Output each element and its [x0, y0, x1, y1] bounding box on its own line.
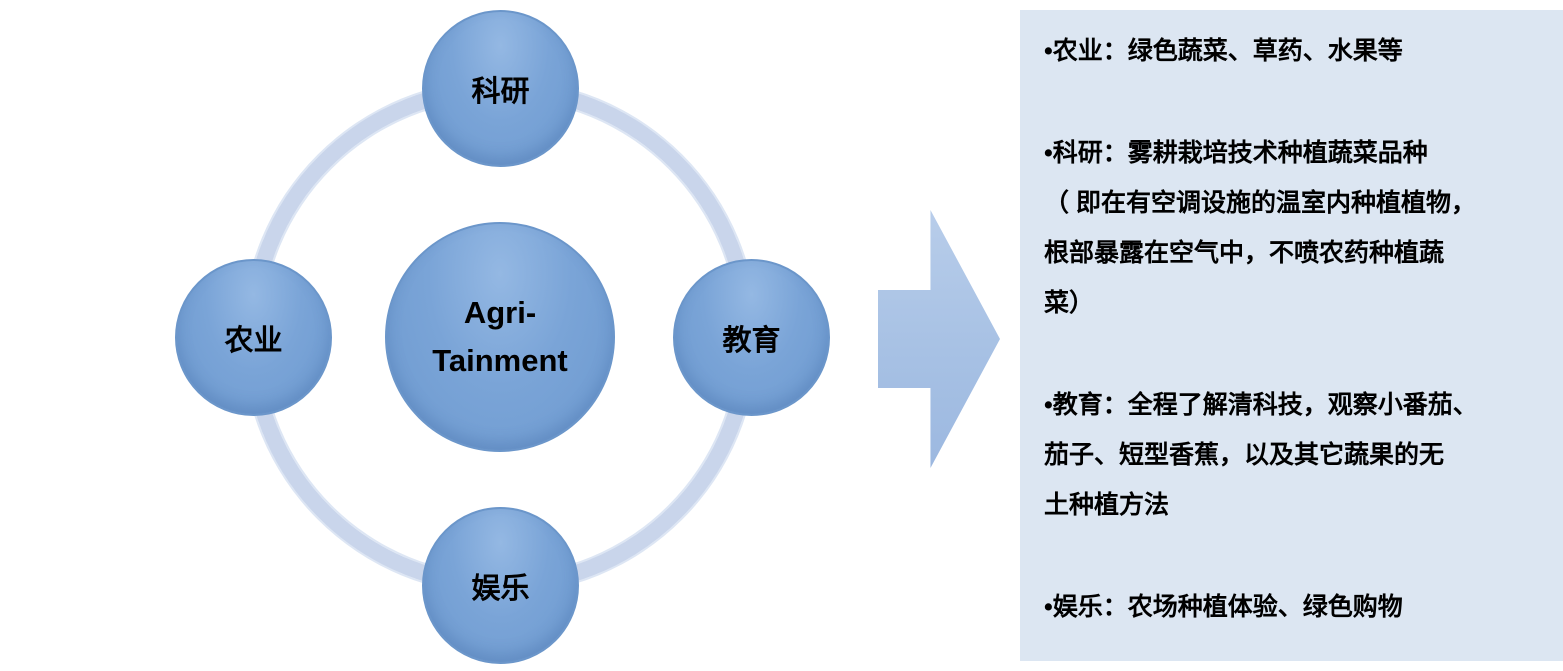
- center-node-agri-tainment: Agri- Tainment: [385, 222, 615, 452]
- node-education-label: 教育: [722, 324, 781, 357]
- panel-item-agriculture: •农业：绿色蔬菜、草药、水果等: [1044, 37, 1403, 65]
- panel-item-research: •科研：雾耕栽培技术种植蔬菜品种 （ 即在有空调设施的温室内种植植物， 根部暴露…: [1044, 139, 1476, 317]
- panel-item-entertainment: •娱乐：农场种植体验、绿色购物: [1044, 593, 1403, 621]
- node-entertainment: 娱乐: [422, 507, 579, 664]
- node-research: 科研: [422, 10, 579, 167]
- node-education: 教育: [673, 259, 830, 416]
- center-node-label-line1: Agri-: [463, 294, 537, 330]
- node-entertainment-label: 娱乐: [471, 572, 530, 605]
- node-agriculture-label: 农业: [224, 324, 283, 357]
- node-research-label: 科研: [471, 75, 530, 108]
- right-arrow-icon: [878, 210, 1000, 468]
- node-agriculture: 农业: [175, 259, 332, 416]
- panel-item-education: •教育：全程了解清科技，观察小番茄、 茄子、短型香蕉，以及其它蔬果的无 土种植方…: [1044, 391, 1478, 519]
- detail-panel: •农业：绿色蔬菜、草药、水果等 •科研：雾耕栽培技术种植蔬菜品种 （ 即在有空调…: [1020, 10, 1563, 661]
- center-node-label-line2: Tainment: [432, 343, 568, 378]
